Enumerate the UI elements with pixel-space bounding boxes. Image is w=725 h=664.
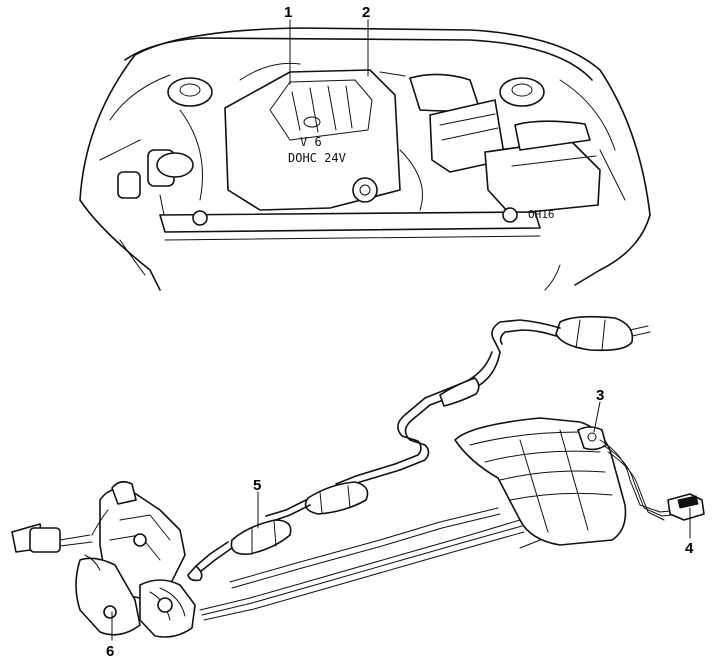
callout-6: 6 (106, 643, 114, 660)
callout-5: 5 (253, 477, 261, 494)
callout-4: 4 (685, 540, 694, 557)
callout-labels: 1 2 3 4 5 6 (106, 4, 694, 660)
callout-1: 1 (284, 4, 292, 21)
callout-2: 2 (362, 4, 370, 21)
engine-cover-text-v6: V 6 (300, 135, 322, 149)
engine-bay-illustration: V 6 DOHC 24V OH16 (79, 27, 651, 291)
frame-marking: OH16 (528, 208, 555, 221)
underbody-illustration (11, 315, 705, 638)
callout-3: 3 (596, 387, 604, 404)
engine-cover-text-dohc: DOHC 24V (288, 151, 346, 165)
callout-leaders (111, 19, 691, 641)
leader-3 (593, 401, 601, 433)
